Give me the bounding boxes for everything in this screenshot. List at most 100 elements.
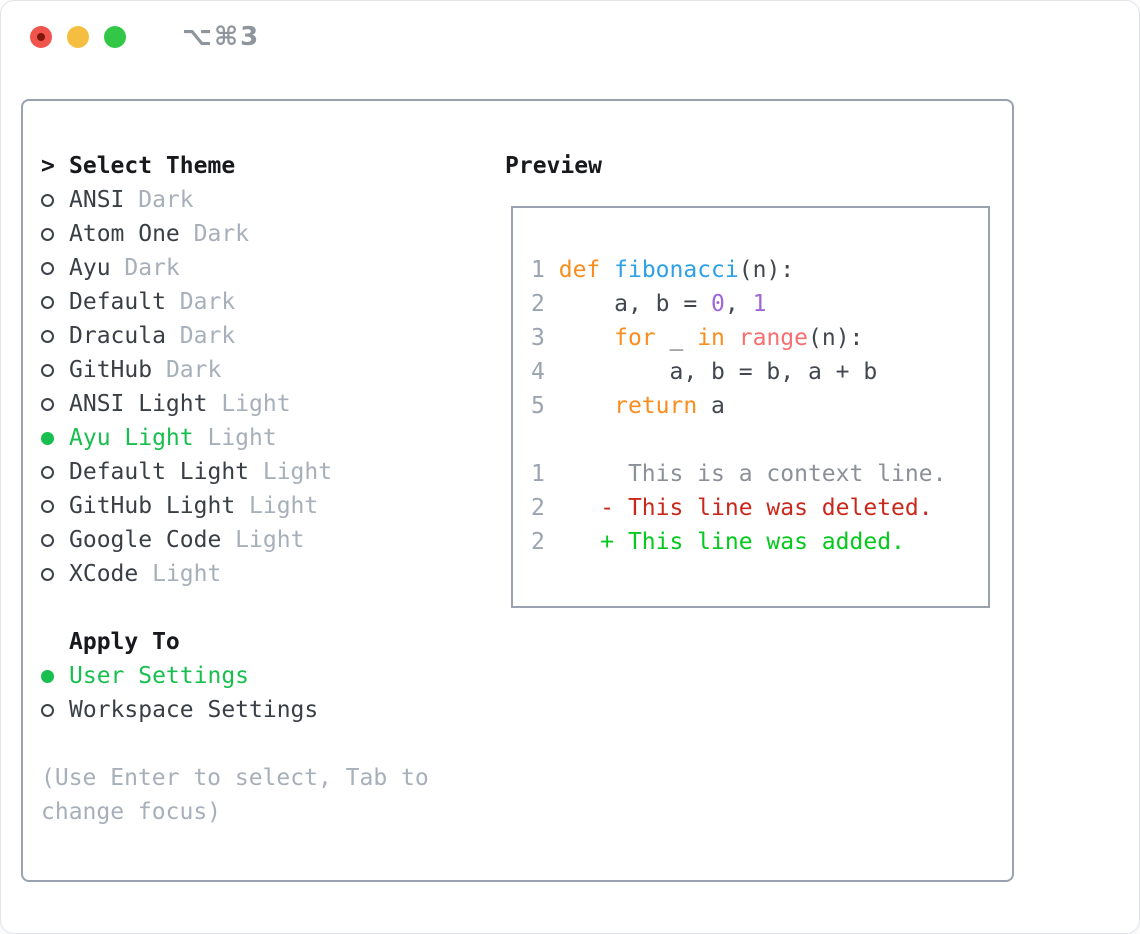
code-token: def — [558, 257, 601, 283]
spacer-row — [41, 591, 429, 625]
theme-item-default-light[interactable]: Default Light Light — [41, 455, 429, 489]
theme-item-label: Default Light — [69, 459, 250, 485]
theme-item-label: XCode — [69, 561, 139, 587]
apply-option-user-settings[interactable]: User Settings — [41, 659, 429, 693]
titlebar: ⌥⌘3 — [1, 1, 1139, 73]
radio-unselected-icon — [41, 397, 54, 411]
apply-option-label: User Settings — [69, 663, 250, 689]
preview-line: 2 - This line was deleted. — [531, 491, 988, 525]
radio-unselected-icon — [41, 329, 54, 343]
zoom-button-icon[interactable] — [104, 26, 126, 48]
code-token: , — [724, 291, 753, 317]
preview-line: 3 for _ in range(n): — [531, 321, 988, 355]
code-token: fibonacci — [614, 257, 739, 283]
code-token — [725, 325, 739, 351]
line-number: 4 — [531, 359, 545, 385]
code-token: + This line was added. — [544, 529, 905, 555]
help-line: (Use Enter to select, Tab to — [41, 765, 429, 791]
close-button-icon[interactable] — [30, 26, 52, 48]
theme-item-label: GitHub — [69, 357, 153, 383]
theme-item-label: Atom One — [69, 221, 180, 247]
theme-item-ayu-light[interactable]: Ayu Light Light — [41, 421, 429, 455]
radio-unselected-icon — [41, 261, 54, 275]
radio-unselected-icon — [41, 363, 54, 377]
radio-unselected-icon — [41, 567, 54, 581]
code-token: a, b = b, a + b — [544, 359, 878, 385]
code-token — [545, 325, 614, 351]
code-token: This is a context line. — [544, 461, 947, 487]
theme-variant-label: Light — [193, 425, 277, 451]
preview-line: 2 + This line was added. — [531, 525, 988, 559]
preview-line: 2 a, b = 0, 1 — [531, 287, 988, 321]
code-token — [545, 393, 614, 419]
theme-variant-label: Dark — [152, 357, 222, 383]
code-token: for — [614, 325, 656, 351]
line-number: 5 — [531, 393, 545, 419]
theme-item-label: ANSI Light — [69, 391, 208, 417]
theme-variant-label: Light — [249, 459, 333, 485]
preview-header-row: Preview — [505, 149, 602, 183]
code-token: (n): — [738, 257, 795, 283]
radio-unselected-icon — [41, 465, 54, 479]
radio-unselected-icon — [41, 193, 54, 207]
preview-line: 4 a, b = b, a + b — [531, 355, 988, 389]
theme-variant-label: Light — [221, 527, 305, 553]
apply-header-row: Apply To — [41, 625, 429, 659]
line-number: 2 — [531, 291, 545, 317]
code-token — [600, 257, 614, 283]
theme-item-label: ANSI — [69, 187, 125, 213]
theme-header: Select Theme — [69, 153, 236, 179]
preview-line: 1 def fibonacci(n): — [531, 253, 988, 287]
theme-item-label: GitHub Light — [69, 493, 236, 519]
theme-variant-label: Dark — [124, 187, 194, 213]
theme-header-row: > Select Theme — [41, 149, 429, 183]
prompt-icon: > — [41, 153, 55, 179]
code-token: _ — [655, 325, 698, 351]
preview-header: Preview — [505, 153, 602, 179]
line-number: 2 — [531, 495, 545, 521]
minimize-button-icon[interactable] — [67, 26, 89, 48]
radio-unselected-icon — [41, 499, 54, 513]
theme-item-ansi[interactable]: ANSI Dark — [41, 183, 429, 217]
theme-item-default[interactable]: Default Dark — [41, 285, 429, 319]
radio-unselected-icon — [41, 533, 54, 547]
theme-variant-label: Light — [235, 493, 319, 519]
theme-item-atom-one[interactable]: Atom One Dark — [41, 217, 429, 251]
line-number: 2 — [531, 529, 545, 555]
theme-variant-label: Dark — [165, 289, 236, 315]
radio-selected-icon — [41, 431, 54, 445]
radio-unselected-icon — [41, 227, 54, 241]
radio-unselected-icon — [41, 703, 54, 717]
theme-variant-label: Light — [138, 561, 222, 587]
code-token: (n): — [808, 325, 864, 351]
line-number: 3 — [531, 325, 545, 351]
theme-item-ayu[interactable]: Ayu Dark — [41, 251, 429, 285]
code-token: - This line was deleted. — [544, 495, 933, 521]
apply-option-workspace-settings[interactable]: Workspace Settings — [41, 693, 429, 727]
spacer-row — [41, 727, 429, 761]
code-token: 0 — [711, 291, 725, 317]
code-token — [545, 257, 559, 283]
theme-item-google-code[interactable]: Google Code Light — [41, 523, 429, 557]
apply-option-label: Workspace Settings — [69, 697, 319, 723]
code-token: a, b = — [544, 291, 712, 317]
line-number: 1 — [531, 461, 545, 487]
code-token: range — [738, 325, 809, 351]
theme-item-label: Default — [69, 289, 166, 315]
theme-item-github-light[interactable]: GitHub Light Light — [41, 489, 429, 523]
code-token: 1 — [752, 291, 767, 317]
theme-item-dracula[interactable]: Dracula Dark — [41, 319, 429, 353]
theme-item-github[interactable]: GitHub Dark — [41, 353, 429, 387]
line-number: 1 — [531, 257, 545, 283]
preview-line: 1 This is a context line. — [531, 457, 988, 491]
theme-item-ansi-light[interactable]: ANSI Light Light — [41, 387, 429, 421]
theme-item-xcode[interactable]: XCode Light — [41, 557, 429, 591]
theme-item-label: Ayu — [69, 255, 111, 281]
theme-item-label: Dracula — [69, 323, 166, 349]
